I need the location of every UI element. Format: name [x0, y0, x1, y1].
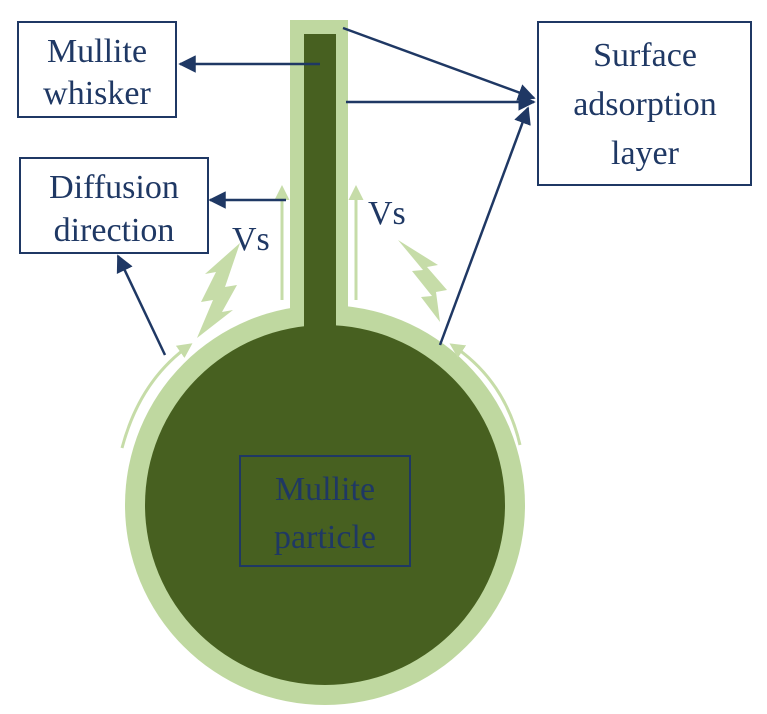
vs-zigzag-arrow-left [197, 243, 240, 338]
pointer-adsorption-particle [438, 106, 531, 346]
mullite-particle-label-box: Mullite particle [239, 455, 411, 567]
mullite-particle-label-line1: Mullite [275, 471, 375, 508]
pointer-adsorption-top [342, 26, 536, 101]
surface-adsorption-label-line3: layer [611, 135, 680, 172]
mullite-core-shape [145, 34, 505, 685]
mullite-whisker-body [304, 34, 336, 354]
vs-label-right: Vs [368, 195, 406, 232]
diffusion-direction-label-line2: direction [54, 212, 175, 249]
diffusion-direction-label-box: Diffusion direction [19, 157, 209, 254]
mullite-particle-label-line2: particle [274, 519, 376, 556]
vs-label-left: Vs [232, 221, 270, 258]
diffusion-arrow-left [120, 343, 193, 449]
surface-adsorption-label-line1: Surface [593, 37, 697, 74]
diffusion-arrow-right [449, 343, 522, 446]
surface-adsorption-label-line2: adsorption [573, 86, 717, 123]
vs-zigzag-arrow-right [398, 240, 447, 322]
pointer-diffusion-bottom [116, 254, 167, 356]
mullite-particle-body [145, 325, 505, 685]
diffusion-direction-label-line1: Diffusion [49, 169, 179, 206]
mullite-whisker-label-line1: Mullite [47, 33, 147, 70]
surface-adsorption-label-box: Surface adsorption layer [537, 21, 752, 186]
mullite-whisker-label-box: Mullite whisker [17, 21, 177, 118]
mullite-whisker-label-line2: whisker [43, 75, 151, 112]
